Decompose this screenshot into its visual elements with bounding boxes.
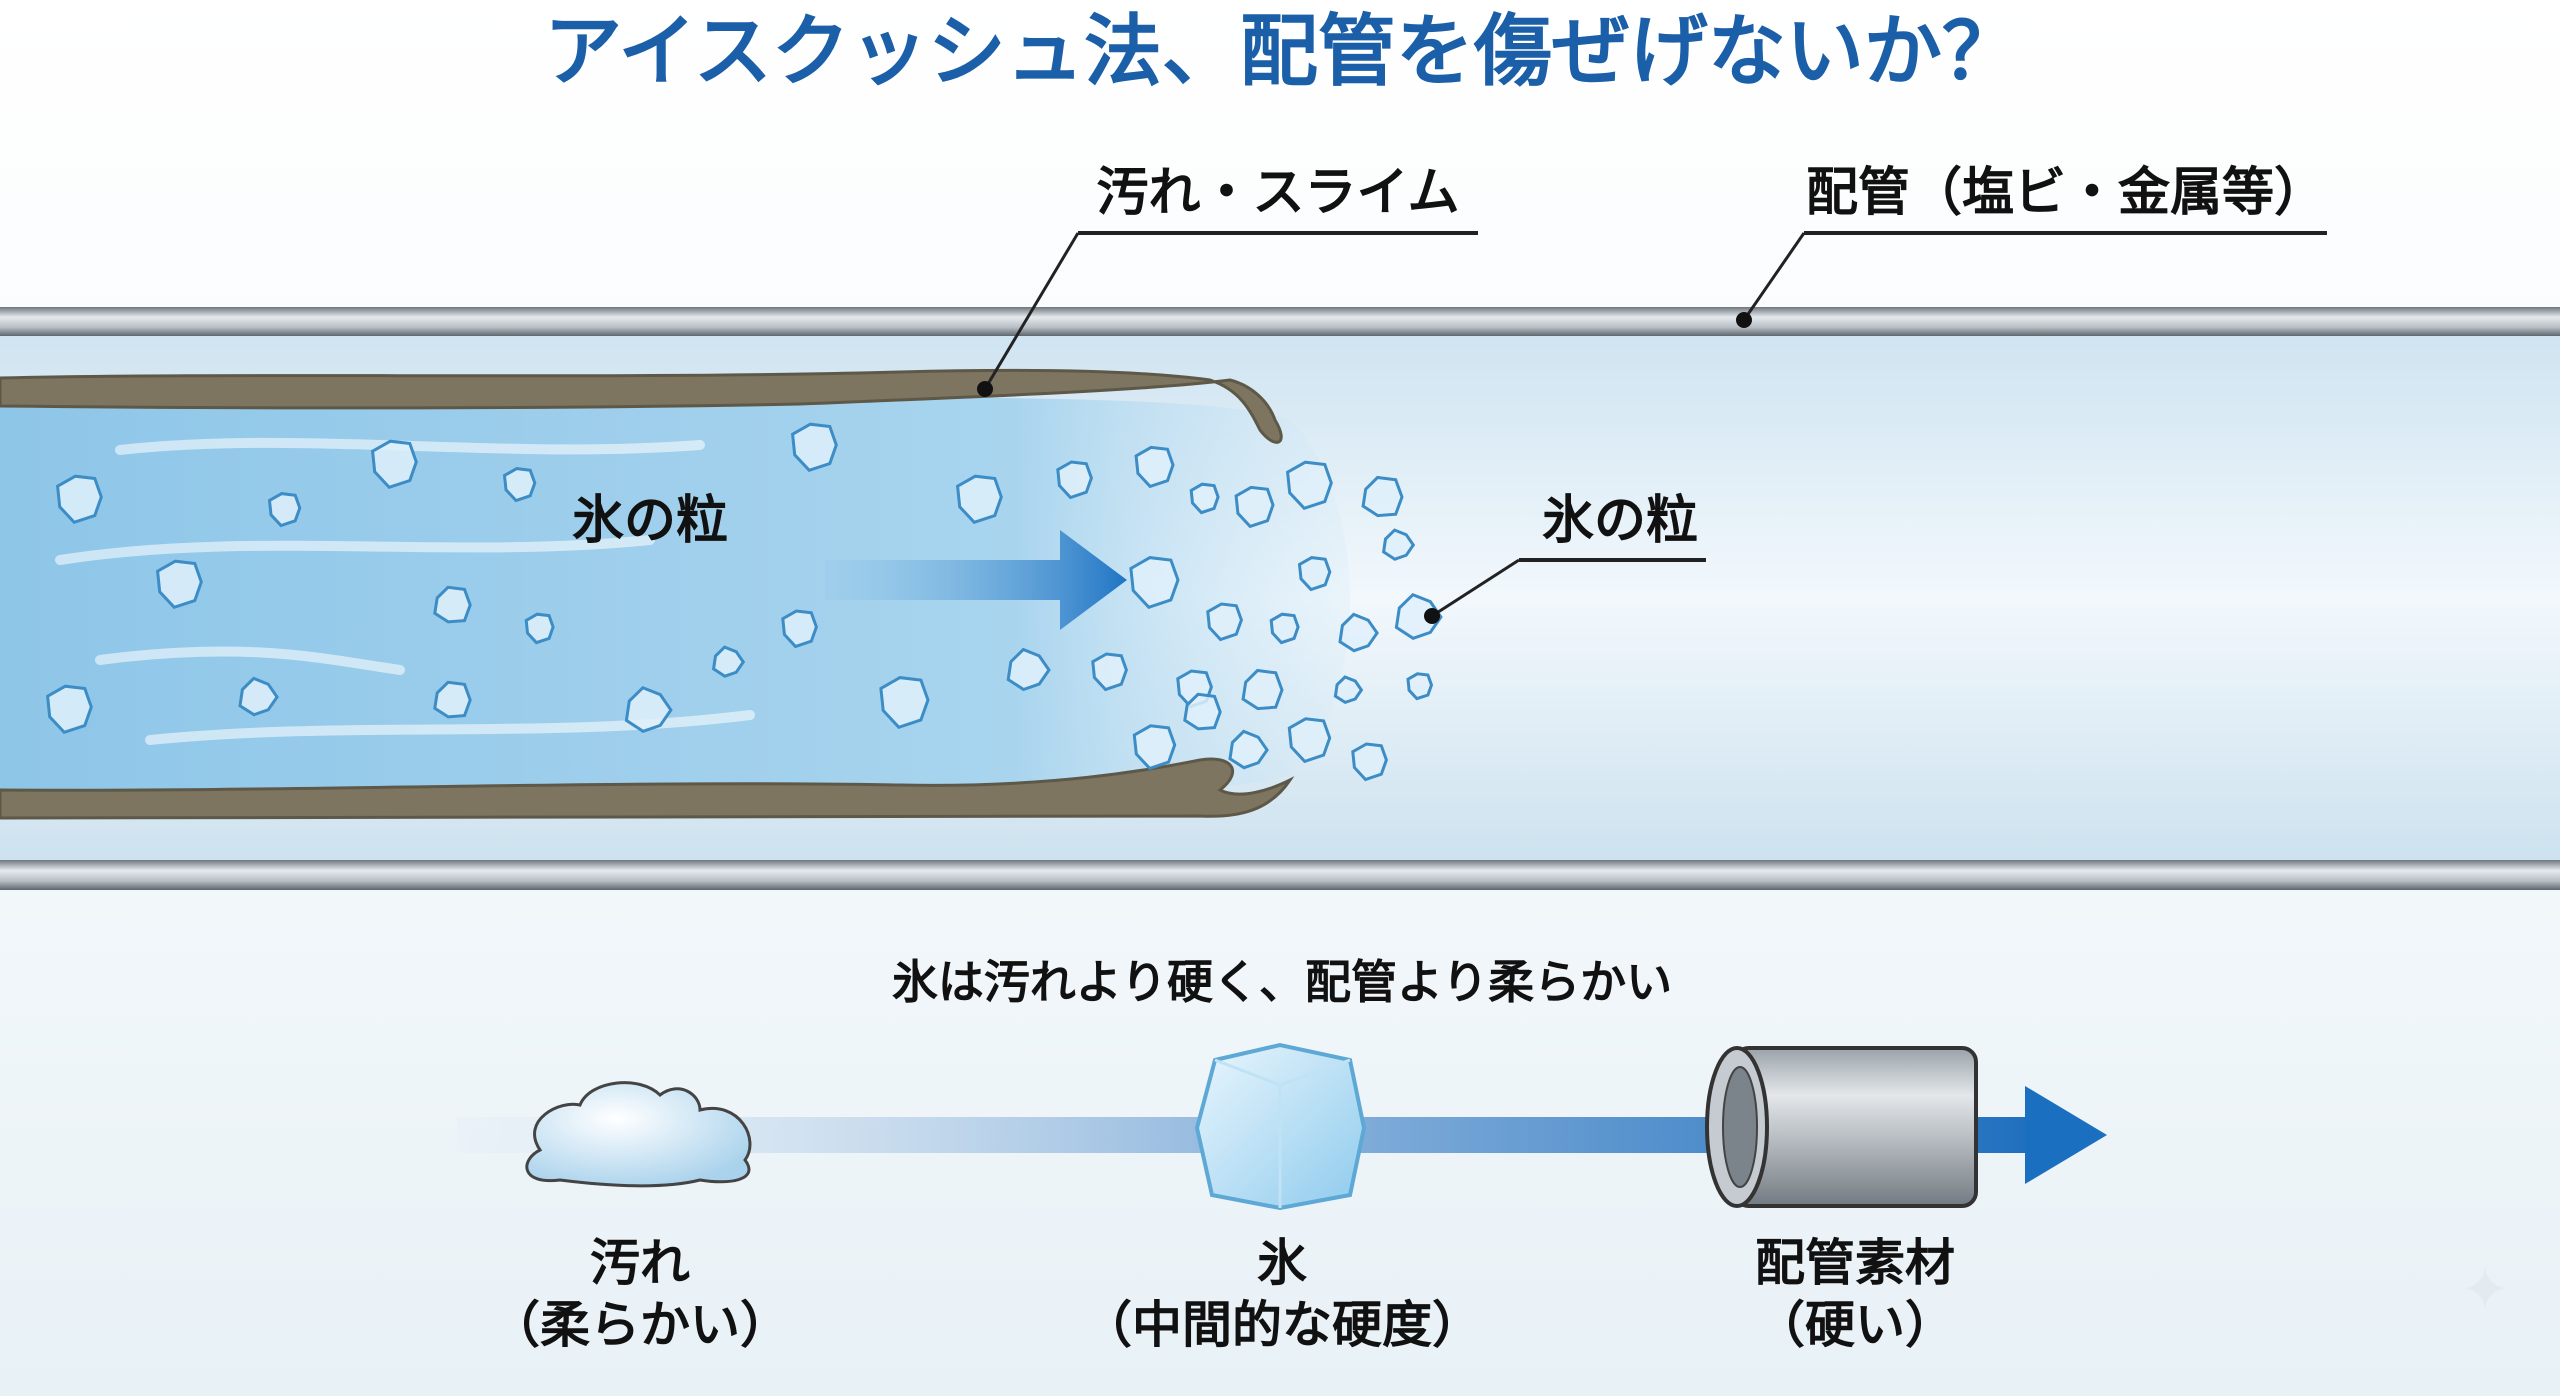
ice-particle [1206, 602, 1243, 642]
ice-label: 氷 [1257, 1234, 1308, 1292]
ice-particle [1406, 672, 1434, 701]
ice-particle [1361, 475, 1404, 518]
ice-particle [433, 585, 472, 624]
ice-particle [1134, 445, 1175, 489]
ice-particle [1333, 675, 1364, 705]
ice-particle [1297, 556, 1332, 592]
ice-particles [46, 422, 1443, 782]
ice-hardness-note: （中間的な硬度） [1082, 1296, 1482, 1354]
ice-particle [711, 645, 746, 678]
pipe-wall-top [0, 307, 2560, 336]
ice-particle [956, 474, 1003, 525]
dirt-label: 汚れ [590, 1234, 690, 1292]
ice-particle [1056, 460, 1093, 500]
ice-particles-label-right: 氷の粒 [1542, 491, 1698, 551]
callout-dirt: 汚れ・スライム [977, 163, 1478, 397]
pipe-cross-section [0, 307, 2560, 890]
ice-particle [502, 467, 537, 503]
callout-dirt-label: 汚れ・スライム [1097, 163, 1460, 223]
ice-particle [1351, 742, 1388, 782]
pipe-material-hardness-note: （硬い） [1755, 1296, 1955, 1354]
pipe-material-label: 配管素材 [1755, 1234, 1955, 1292]
flow-arrow [825, 530, 1127, 630]
hardness-subtitle: 氷は汚れより硬く、配管より柔らかい [892, 955, 1672, 1009]
dirt-blob-icon [525, 1081, 752, 1188]
ice-particle [1228, 729, 1269, 770]
ice-particle [1338, 612, 1379, 653]
ice-particle [1234, 485, 1275, 529]
hardness-comparison: 氷は汚れより硬く、配管より柔らかい 汚れ （柔らかい） 氷 （中間的な硬度） 配… [457, 955, 2107, 1354]
callout-dot [977, 381, 993, 397]
ice-particle [1189, 482, 1220, 515]
dirt-layer-bottom [0, 757, 1295, 820]
ice-particle [781, 609, 818, 649]
sparkle-icon: ✦ [2460, 1255, 2510, 1325]
ice-particles-label-left: 氷の粒 [572, 491, 728, 551]
ice-particle [1006, 647, 1051, 692]
callout-dot [1736, 312, 1752, 328]
ice-particle [56, 474, 103, 525]
ice-slurry-flow [0, 394, 1350, 795]
ice-particle [791, 422, 838, 473]
page-title: アイスクッシュ法、配管を傷ぜげないか？ [544, 7, 2020, 97]
ice-particle [1091, 652, 1128, 692]
ice-particle [1241, 668, 1284, 711]
ice-particle [879, 676, 930, 730]
callout-ice: 氷の粒 [1424, 491, 1706, 624]
ice-particle [238, 676, 279, 717]
ice-particle [624, 685, 673, 733]
pipe-wall-bottom [0, 860, 2560, 890]
callout-dot [1424, 608, 1440, 624]
ice-particle [1394, 592, 1443, 640]
ice-particle [524, 612, 555, 645]
ice-particle [156, 559, 203, 610]
dirt-layer-top [0, 368, 1283, 444]
ice-particle [433, 680, 472, 719]
dirt-hardness-note: （柔らかい） [490, 1296, 790, 1354]
callout-pipe: 配管（塩ビ・金属等） [1736, 163, 2327, 328]
ice-particle [371, 439, 418, 490]
callout-pipe-label: 配管（塩ビ・金属等） [1806, 163, 2326, 223]
ice-particle [1286, 460, 1333, 511]
ice-particle [46, 684, 93, 735]
ice-particle [1132, 724, 1177, 771]
hardness-arrowhead [2025, 1086, 2107, 1184]
ice-particle [1183, 692, 1222, 731]
ice-particle [1269, 612, 1300, 645]
ice-particle [1381, 528, 1416, 561]
ice-particle [1287, 717, 1332, 764]
pipe-material-icon [1705, 1046, 1978, 1208]
ice-particle [1129, 556, 1180, 610]
ice-particle [267, 492, 302, 528]
ice-cube-icon [1194, 1042, 1367, 1211]
